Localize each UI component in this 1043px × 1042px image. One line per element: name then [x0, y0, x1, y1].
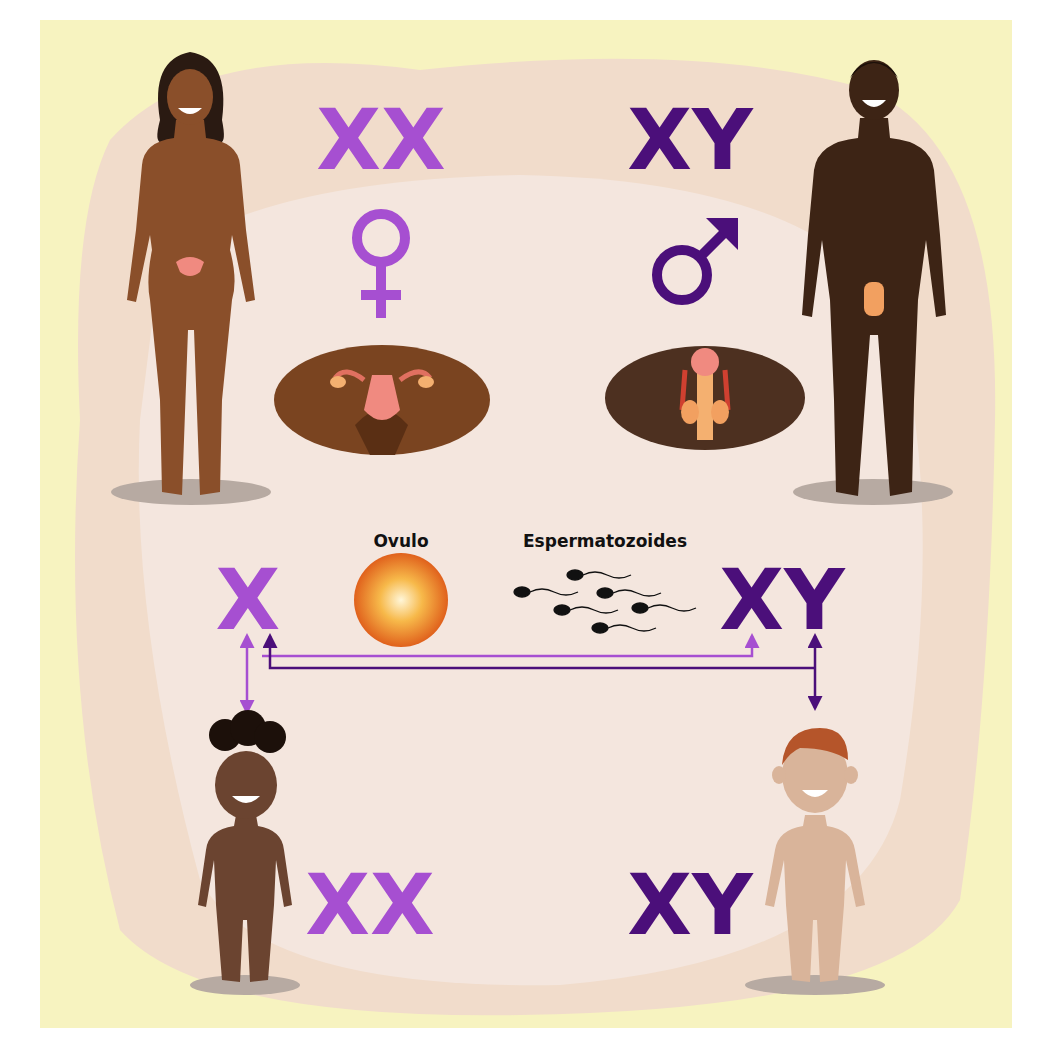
chromosome-label: XX [305, 863, 435, 947]
cell-label: Espermatozoides [523, 533, 687, 550]
gamete-chromosome-label: X [216, 558, 281, 642]
chromosome-label: XY [627, 98, 753, 182]
cell-label: Ovulo [373, 533, 428, 550]
chromosome-label: XY [627, 863, 753, 947]
gamete-chromosome-label: XY [719, 558, 845, 642]
chromosome-label: XX [316, 98, 446, 182]
